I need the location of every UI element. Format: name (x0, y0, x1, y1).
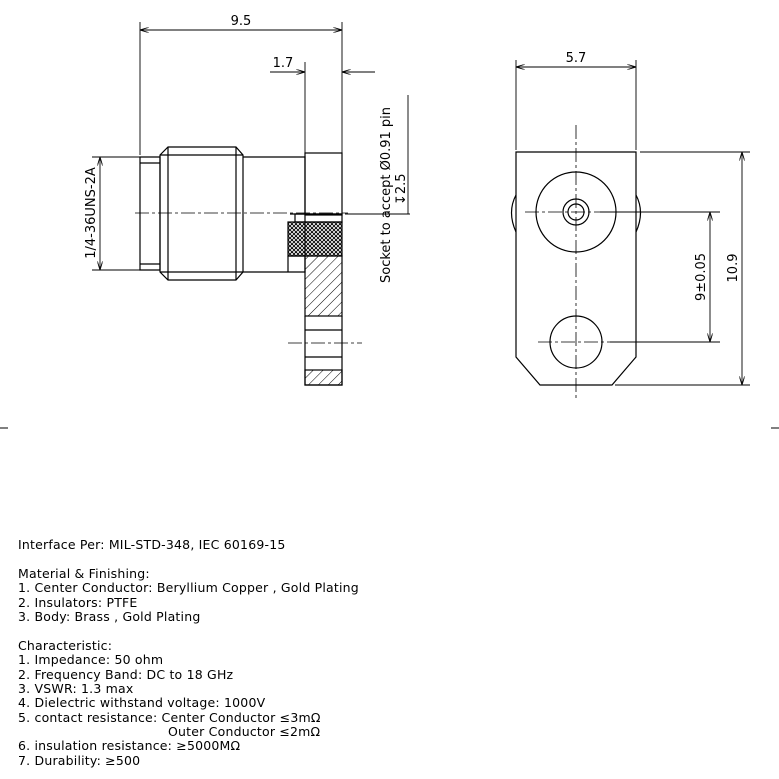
side-view (135, 146, 362, 386)
socket-note: Socket to accept Ø0.91 pin (379, 107, 394, 283)
interface-note: Interface Per: MIL-STD-348, IEC 60169-15 (18, 537, 286, 552)
characteristic-item: 7. Durability: ≥500 (18, 752, 141, 768)
dim-flange-thickness: 1.7 (273, 56, 294, 71)
material-item: 2. Insulators: PTFE (18, 594, 138, 610)
material-heading: Material & Finishing: (18, 565, 150, 581)
dim-overall-length: 9.5 (231, 14, 252, 29)
dim-width: 5.7 (566, 51, 587, 66)
characteristic-item: 6. insulation resistance: ≥5000MΩ (18, 738, 241, 754)
characteristic-item: 1. Impedance: 50 ohm (18, 652, 164, 668)
dim-hole-spacing: 9±0.05 (694, 253, 709, 301)
characteristic-heading: Characteristic: (18, 637, 113, 653)
flange-outline (515, 151, 637, 386)
thread-front (139, 156, 161, 271)
front-view (510, 125, 642, 400)
thread-label: 1/4-36UNS-2A (84, 167, 99, 259)
material-item: 1. Center Conductor: Beryllium Copper , … (18, 580, 359, 596)
flange-section (304, 255, 343, 317)
socket-depth: ↧2.5 (394, 173, 409, 205)
insulator-section (287, 221, 343, 257)
characteristic-item: 2. Frequency Band: DC to 18 GHz (18, 666, 234, 682)
front-view-dimensions (515, 60, 750, 386)
side-view-dimensions (92, 22, 410, 271)
material-item: 3. Body: Brass , Gold Plating (18, 608, 201, 624)
characteristic-item: Outer Conductor ≤2mΩ (168, 724, 321, 740)
flange-top (304, 152, 343, 216)
hex-nut (159, 146, 244, 281)
characteristic-item: 3. VSWR: 1.3 max (18, 680, 134, 696)
characteristic-item: 5. contact resistance: Center Conductor … (18, 709, 321, 725)
dim-total-height: 10.9 (726, 254, 741, 283)
characteristic-item: 4. Dielectric withstand voltage: 1000V (18, 695, 266, 711)
specification-notes: Interface Per: MIL-STD-348, IEC 60169-15… (18, 537, 359, 768)
